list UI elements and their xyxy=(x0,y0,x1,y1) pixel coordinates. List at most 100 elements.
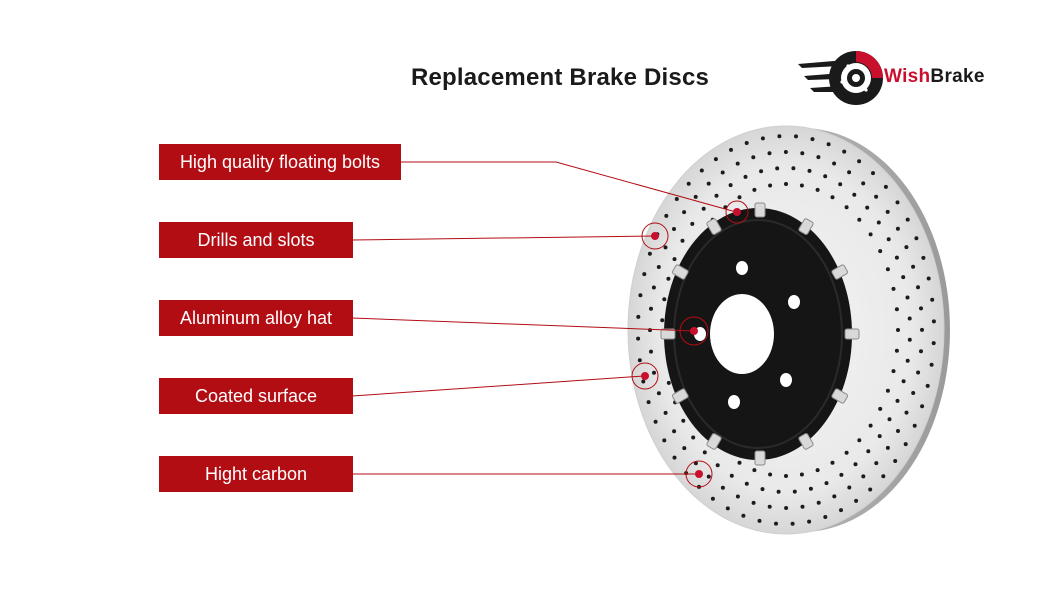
drilled-hole xyxy=(901,275,906,280)
drilled-hole xyxy=(662,438,667,443)
drilled-hole xyxy=(861,474,866,479)
drilled-hole xyxy=(774,521,778,526)
drilled-hole xyxy=(865,205,870,210)
drilled-hole xyxy=(751,155,756,160)
drilled-hole xyxy=(894,348,899,353)
drilled-hole xyxy=(878,406,883,411)
drilled-hole xyxy=(919,349,923,354)
drilled-hole xyxy=(660,318,665,323)
drilled-hole xyxy=(895,200,900,205)
floating-bolt xyxy=(754,202,766,218)
drilled-hole xyxy=(866,449,871,454)
floating-bolt xyxy=(706,433,722,450)
drilled-hole xyxy=(648,328,652,333)
drilled-hole xyxy=(757,518,762,523)
callout-markers xyxy=(631,200,749,488)
drilled-hole xyxy=(815,468,820,473)
drilled-hole xyxy=(649,306,653,311)
drilled-holes xyxy=(636,134,936,526)
drilled-hole xyxy=(931,341,936,346)
drilled-hole xyxy=(672,227,676,231)
drilled-hole xyxy=(637,358,642,363)
drilled-hole xyxy=(895,226,900,231)
drilled-hole xyxy=(701,206,706,211)
drilled-hole xyxy=(911,264,916,269)
drilled-hole xyxy=(868,487,873,492)
drilled-hole xyxy=(768,183,773,188)
drilled-hole xyxy=(735,161,740,166)
drilled-hole xyxy=(894,255,899,260)
drilled-hole xyxy=(878,249,883,254)
drilled-hole xyxy=(693,194,698,199)
drilled-hole xyxy=(751,500,756,505)
drilled-hole xyxy=(776,489,781,494)
drilled-hole xyxy=(777,134,782,139)
drilled-hole xyxy=(808,486,813,491)
drilled-hole xyxy=(905,217,910,222)
drilled-hole xyxy=(807,168,812,173)
drilled-hole xyxy=(914,236,919,241)
drilled-hole xyxy=(656,391,661,396)
drilled-hole xyxy=(752,468,757,473)
drilled-hole xyxy=(737,460,742,465)
drilled-hole xyxy=(916,285,920,290)
floating-bolt xyxy=(831,388,849,404)
drilled-hole xyxy=(876,220,881,225)
drilled-hole xyxy=(868,423,873,428)
drilled-hole xyxy=(663,245,668,250)
drilled-hole xyxy=(826,142,831,147)
floating-bolt xyxy=(798,218,814,235)
drilled-hole xyxy=(744,141,749,145)
drilled-hole xyxy=(823,515,828,519)
drilled-hole xyxy=(929,362,934,367)
drilled-hole xyxy=(921,255,926,260)
drilled-hole xyxy=(743,174,748,179)
drilled-hole xyxy=(649,349,653,354)
drilled-hole xyxy=(885,445,890,450)
drilled-hole xyxy=(847,170,852,175)
drilled-hole xyxy=(907,316,912,321)
drilled-hole xyxy=(792,489,797,494)
drilled-hole xyxy=(832,494,837,499)
drilled-hole xyxy=(903,442,908,447)
drilled-hole xyxy=(662,297,667,302)
drilled-hole xyxy=(647,251,652,256)
drilled-hole xyxy=(799,472,804,477)
drilled-hole xyxy=(699,168,704,173)
drilled-hole xyxy=(664,213,669,218)
drilled-hole xyxy=(666,276,671,281)
drilled-hole xyxy=(905,295,910,300)
drilled-hole xyxy=(768,472,773,477)
drilled-hole xyxy=(861,181,866,186)
floating-bolt xyxy=(671,264,689,280)
drilled-hole xyxy=(672,455,677,460)
drilled-hole xyxy=(891,286,896,291)
marker-high-carbon xyxy=(685,460,713,488)
label-drills-slots: Drills and slots xyxy=(159,222,353,258)
marker-coated-surface xyxy=(631,362,659,390)
drilled-hole xyxy=(905,358,910,363)
callout-lines xyxy=(351,161,737,475)
label-floating-bolts: High quality floating bolts xyxy=(159,144,401,180)
drilled-hole xyxy=(874,194,879,199)
drilled-hole xyxy=(857,217,862,222)
drilled-hole xyxy=(807,519,812,524)
drilled-hole xyxy=(752,187,757,192)
drilled-hole xyxy=(799,183,804,188)
floating-bolts xyxy=(660,202,860,466)
drilled-hole xyxy=(896,429,900,433)
page-title: Replacement Brake Discs xyxy=(410,64,710,91)
drilled-hole xyxy=(931,319,936,324)
drilled-hole xyxy=(838,182,843,187)
drilled-hole xyxy=(783,150,788,154)
drilled-hole xyxy=(854,498,859,503)
center-bore xyxy=(710,294,774,374)
drilled-hole xyxy=(642,272,647,277)
drilled-hole xyxy=(886,237,891,242)
drilled-hole xyxy=(816,500,821,505)
drilled-hole xyxy=(919,306,923,311)
drilled-hole xyxy=(641,379,646,384)
drilled-hole xyxy=(686,181,691,186)
drilled-hole xyxy=(784,182,788,186)
drilled-hole xyxy=(907,337,912,342)
